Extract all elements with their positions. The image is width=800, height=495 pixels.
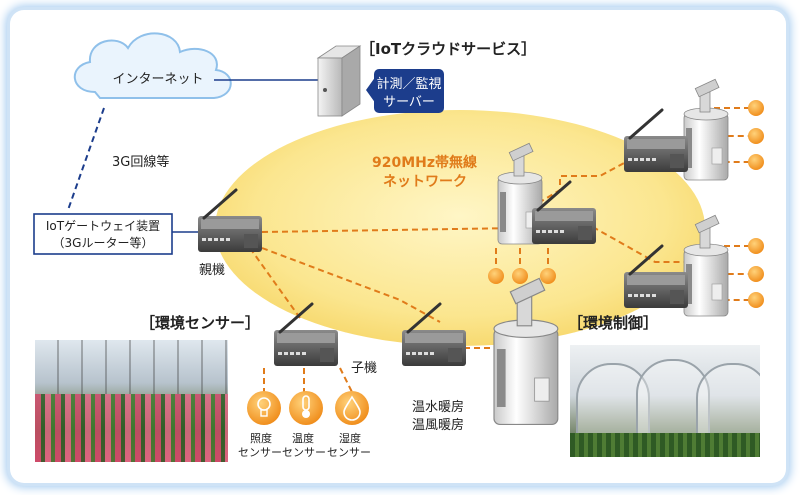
- cloud-label: インターネット: [112, 72, 203, 87]
- gateway-line2: （3Gルーター等）: [53, 236, 154, 250]
- internet-cloud-icon: [73, 32, 232, 99]
- 3g-link-label: 3G回線等: [112, 155, 170, 170]
- sensor-name-humidity: 湿度: [339, 432, 361, 445]
- greenhouse-photo-left: [35, 340, 228, 462]
- env-control-title: ［環境制御］: [568, 314, 659, 332]
- heater-device-top: [683, 78, 729, 181]
- sensor-name-light: 照度: [250, 432, 272, 445]
- server-icon: [316, 45, 362, 117]
- light-bulb-icon: [247, 391, 281, 425]
- sensor-sub-humidity: センサー: [327, 446, 371, 459]
- server-label-line2: サーバー: [383, 95, 435, 110]
- sensor-sub-light: センサー: [238, 446, 282, 459]
- control-unit-top: [622, 108, 690, 174]
- server-label-line1: 計測／監視: [376, 76, 441, 92]
- 3g-link-line: [67, 107, 105, 211]
- server-label-box: [366, 69, 444, 113]
- wireless-network-area: [215, 110, 705, 346]
- env-sensors-title: ［環境センサー］: [140, 314, 261, 332]
- thermometer-icon: [289, 391, 323, 425]
- parent-unit-label: 親機: [199, 263, 226, 278]
- sensor-sub-temperature: センサー: [282, 446, 326, 459]
- iot-cloud-service-title: ［IoTクラウドサービス］: [360, 40, 537, 58]
- greenhouse-photo-right: [570, 345, 760, 457]
- heater-label-line2: 温風暖房: [412, 418, 465, 433]
- sensor-icons-small: [488, 100, 764, 308]
- sensor-name-temperature: 温度: [292, 432, 314, 445]
- heater-label-line1: 温水暖房: [412, 400, 465, 415]
- network-label-line1: 920MHz帯無線: [372, 155, 478, 171]
- gateway-line1: IoTゲートウェイ装置: [46, 219, 160, 233]
- iot-gateway-box: [33, 213, 173, 255]
- network-label-line2: ネットワーク: [383, 174, 467, 190]
- water-drop-icon: [335, 391, 369, 425]
- child-unit-label: 子機: [351, 361, 378, 376]
